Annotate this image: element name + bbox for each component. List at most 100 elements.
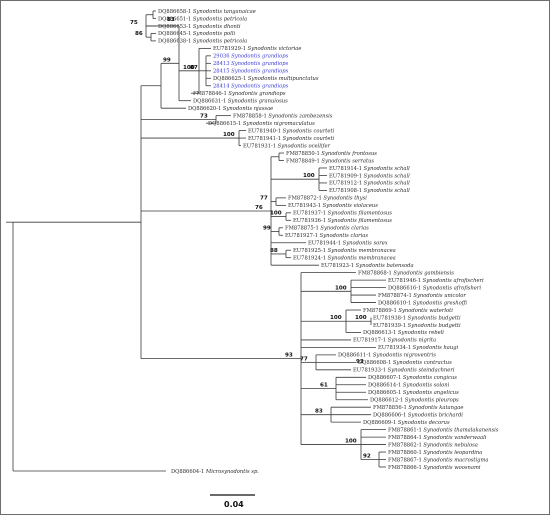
support-value: 77: [260, 196, 268, 202]
leaf-label: EU781943-1 Synodontis violaceus: [288, 203, 378, 209]
leaf-label: EU781924-1 Synodontis membranacea: [293, 255, 396, 261]
leaf-species: Synodontis grandiops: [231, 84, 288, 90]
leaf-species: Synodontis afrofischeri: [423, 278, 484, 284]
leaf-label: FM878872-1 Synodontis thysi: [288, 196, 367, 202]
support-value: 99: [163, 57, 171, 63]
leaf-accession: FM878875-1: [285, 226, 320, 232]
leaf-accession: FM878869-1: [363, 308, 398, 314]
leaf-label: DQ886614-1 Synodontis soloni: [368, 383, 450, 389]
scale-bar-label: 0.04: [224, 500, 244, 509]
leaf-species: Synodontis nigrita: [388, 338, 436, 344]
leaf-species: Synodontis budgetti: [408, 315, 461, 321]
leaf-species: Synodontis decorus: [398, 420, 450, 426]
leaf-label: DQ886606-1 Synodontis brichardi: [373, 412, 463, 418]
leaf-species: Synodontis katangae: [408, 405, 463, 411]
leaf-species: Synodontis congicus: [403, 375, 457, 381]
leaf-label: EU781931-1 Synodontis ocellifer: [243, 143, 331, 149]
leaf-accession: FM878862-1: [388, 442, 423, 448]
leaf-label: DQ886605-1 Synodontis angelicus: [368, 390, 459, 396]
leaf-label: DQ886609-1 Synodontis decorus: [363, 420, 450, 426]
leaf-species: Synodontis granulosus: [228, 99, 288, 105]
support-value: 93: [285, 353, 293, 359]
leaf-accession: EU781912-1: [329, 181, 364, 187]
leaf-accession: EU781939-1: [373, 323, 408, 329]
leaf-species: Synodontis tanganaicae: [193, 9, 256, 15]
leaf-label: FM878862-1 Synodontis nebulosa: [388, 442, 478, 448]
leaf-label: DQ886610-1 Synodontis greshoffi: [378, 300, 467, 306]
leaf-species: Synodontis brichardi: [408, 412, 463, 418]
leaf-label: DQ886658-1 Synodontis tanganaicae: [158, 9, 256, 15]
leaf-accession: EU781923-1: [321, 263, 356, 269]
leaf-label: EU781938-1 Synodontis budgetti: [373, 315, 461, 321]
leaf-species: Synodontis courteti: [283, 136, 335, 142]
leaf-species: Synodontis dhonti: [193, 24, 241, 30]
leaf-species: Synodontis njassae: [223, 106, 273, 112]
leaf-accession: EU781908-1: [329, 188, 364, 194]
leaf-species: Synodontis contractus: [393, 360, 452, 366]
leaf-accession: FM878858-1: [233, 113, 268, 119]
leaf-species: Synodontis nigromaculatus: [243, 121, 315, 127]
leaf-accession: EU781927-1: [285, 233, 320, 239]
leaf-accession: 28414: [213, 84, 231, 90]
leaf-species: Synodontis serratus: [321, 158, 374, 164]
leaf-accession: FM878850-1: [286, 151, 321, 157]
leaf-label: FM878866-1 Synodontis woosnami: [388, 465, 481, 471]
leaf-accession: EU781929-1: [213, 46, 248, 52]
leaf-species: Synodontis membranacea: [328, 248, 396, 254]
support-value: 92: [363, 454, 371, 460]
support-value: 99: [263, 226, 271, 232]
leaf-species: Synodontis schall: [364, 181, 410, 187]
leaf-label: DQ886613-1 Synodontis rebeli: [363, 330, 444, 336]
leaf-label: FM878869-1 Synodontis waterloti: [363, 308, 453, 314]
leaf-label: EU781937-1 Synodontis filamentosus: [293, 211, 392, 217]
leaf-species: Synodontis waterloti: [398, 308, 453, 314]
scale-bar: 0.04: [210, 494, 255, 509]
leaf-label: FM878846-1 Synodontis grandiops: [193, 91, 286, 97]
leaf-accession: EU781924-1: [293, 255, 328, 261]
leaf-species: Synodontis vanderwaali: [423, 435, 486, 441]
leaf-label: 29036 Synodontis grandiops: [213, 54, 289, 60]
support-value: 76: [255, 205, 263, 211]
leaf-species: Synodontis nigroventris: [373, 353, 436, 359]
leaf-accession: FM878867-1: [388, 457, 423, 463]
leaf-species: Microsynodontis sp.: [205, 469, 259, 475]
support-value: 83: [167, 17, 175, 23]
leaf-accession: 28413: [213, 61, 231, 67]
leaf-label: DQ886615-1 Synodontis nigromaculatus: [208, 121, 315, 127]
leaf-species: Synodontis frontosus: [321, 151, 377, 157]
leaf-accession: DQ886615-1: [208, 121, 243, 127]
leaf-accession: EU781943-1: [288, 203, 323, 209]
leaf-species: Synodontis petricola: [193, 39, 247, 45]
support-value: 100: [223, 132, 235, 138]
support-value: 100: [183, 65, 195, 71]
leaf-species: Synodontis greshoffi: [413, 300, 467, 306]
leaf-accession: DQ886613-1: [363, 330, 398, 336]
outgroup-label: DQ886604-1 Microsynodontis sp.: [171, 469, 259, 475]
leaf-label: EU781927-1 Synodontis clarias: [285, 233, 368, 239]
leaf-accession: EU781933-1: [353, 368, 388, 374]
leaf-label: FM878868-1 Synodontis gambiensis: [358, 270, 454, 276]
leaf-species: Synodontis ocellifer: [278, 143, 331, 149]
leaf-label: EU781912-1 Synodontis schall: [329, 181, 410, 187]
tree-leaf-labels: DQ886658-1 Synodontis tanganaicaeDQ88665…: [158, 9, 499, 475]
leaf-accession: FM878856-1: [373, 405, 408, 411]
leaf-species: Synodontis sorex: [343, 241, 388, 247]
leaf-accession: DQ886645-1: [158, 31, 193, 37]
leaf-accession: EU781940-1: [248, 128, 283, 134]
leaf-accession: FM878846-1: [193, 91, 228, 97]
leaf-accession: EU781917-1: [353, 338, 388, 344]
leaf-species: Synodontis grandiops: [231, 61, 288, 67]
leaf-label: DQ886631-1 Synodontis granulosus: [193, 99, 288, 105]
leaf-label: FM878864-1 Synodontis vanderwaali: [388, 435, 487, 441]
leaf-species: Synodontis leopardina: [423, 450, 482, 456]
leaf-accession: FM878849-1: [286, 158, 321, 164]
leaf-accession: EU781944-1: [308, 241, 343, 247]
leaf-label: DQ886653-1 Synodontis dhonti: [158, 24, 241, 30]
leaf-species: Synodontis nebulosa: [423, 442, 477, 448]
support-value: 83: [315, 409, 323, 415]
leaf-accession: FM878860-1: [388, 450, 423, 456]
leaf-species: Synodontis budgetti: [408, 323, 461, 329]
leaf-accession: FM878874-1: [378, 293, 413, 299]
